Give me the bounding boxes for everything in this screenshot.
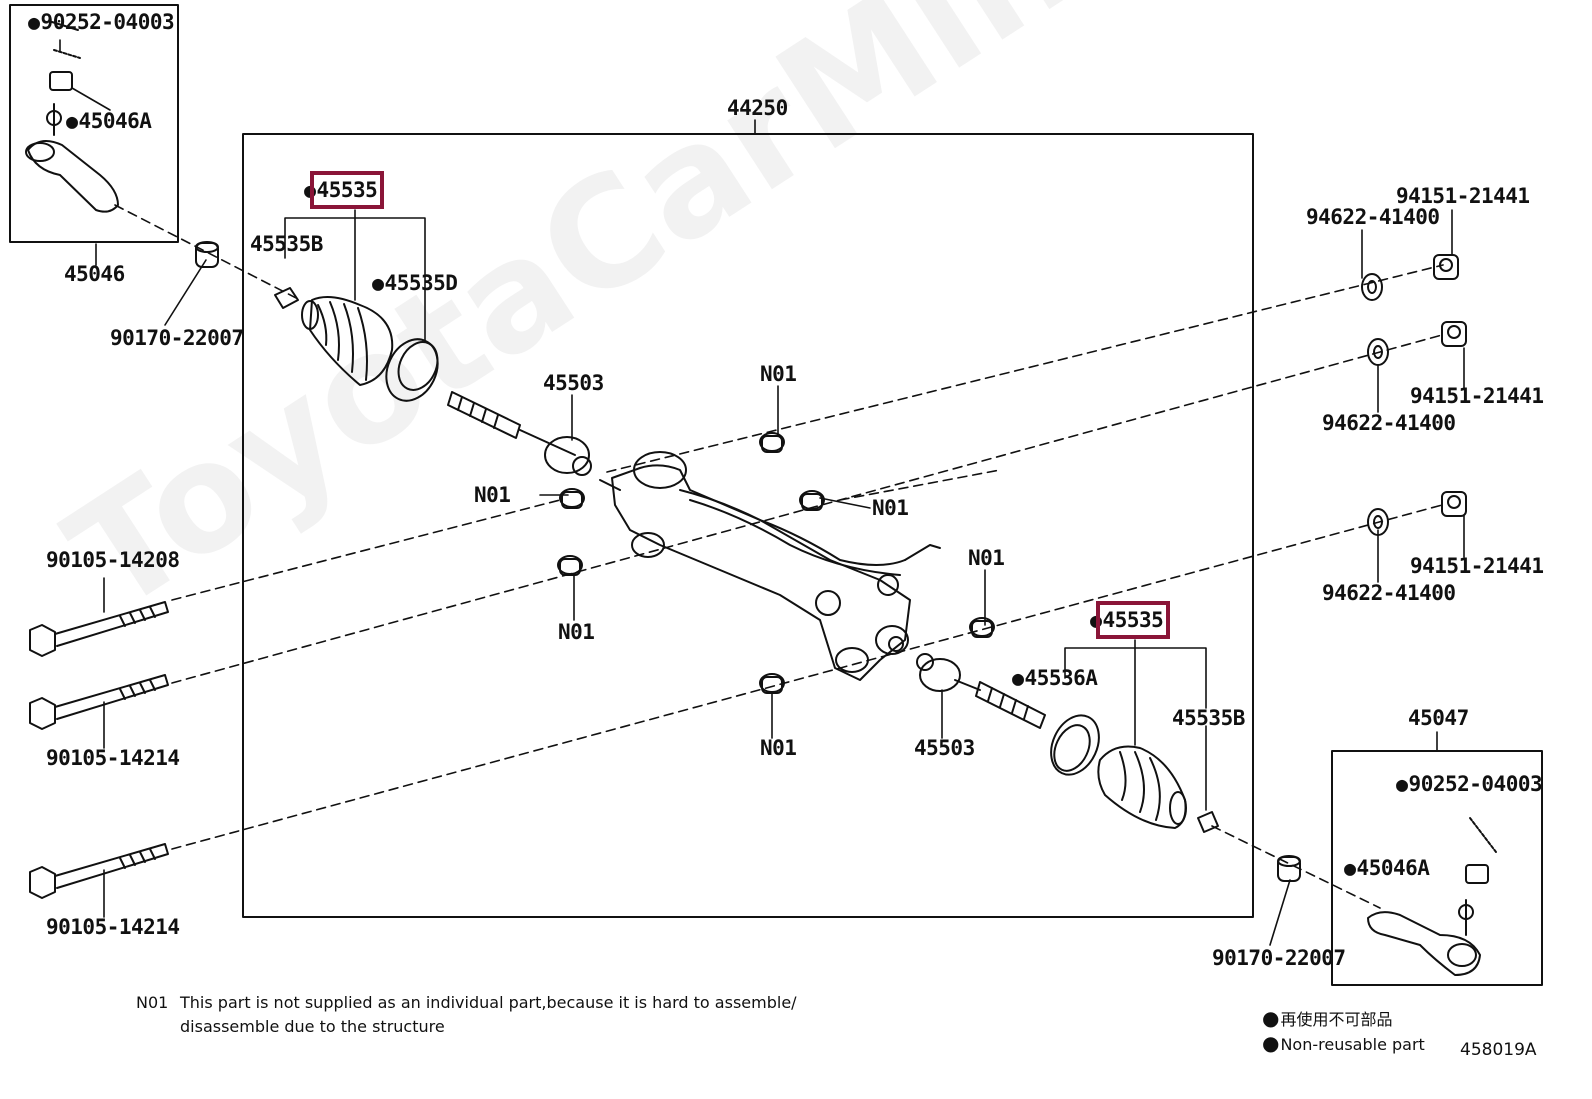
label-45047[interactable]: 45047 [1408,706,1469,730]
steering-rack-housing-icon [599,451,941,681]
label-94622-b[interactable]: 94622-41400 [1322,411,1456,435]
legend-en: Non-reusable part [1262,1033,1424,1053]
clamp-top-icon [385,338,439,402]
diagram-code: 458019A [1460,1040,1537,1060]
clip-top-icon [274,287,299,309]
label-45535D[interactable]: 45535D [372,273,458,294]
label-94151-a[interactable]: 94151-21441 [1396,184,1530,208]
highlight-45535-bottom: 45535 [1095,601,1171,639]
clip-bottom-icon [1197,811,1219,833]
label-45046A-bottom[interactable]: 45046A [1344,858,1430,879]
label-44250[interactable]: 44250 [727,96,788,120]
dashed-lines [114,204,1444,909]
boot-top-icon [301,295,394,386]
label-45535B-top[interactable]: 45535B [250,232,323,256]
label-94151-c[interactable]: 94151-21441 [1410,554,1544,578]
clamp-bottom-icon [1050,714,1100,776]
bushing-n01-icon [557,432,995,694]
label-n01-c[interactable]: N01 [872,496,909,520]
footnote-key: N01 [136,993,169,1012]
footnote-line-2: disassemble due to the structure [180,1017,445,1036]
label-45536A[interactable]: 45536A [1012,668,1098,689]
inner-tie-rod-top-icon [447,391,592,476]
label-n01-f[interactable]: N01 [760,736,797,760]
legend-jp: 再使用不可部品 [1262,1008,1392,1028]
label-94622-c[interactable]: 94622-41400 [1322,581,1456,605]
label-n01-d[interactable]: N01 [558,620,595,644]
label-n01-a[interactable]: N01 [760,362,797,386]
label-45046[interactable]: 45046 [64,262,125,286]
label-90105-a[interactable]: 90105-14208 [46,548,180,572]
bolt-90105-icon [29,601,169,899]
label-90105-b[interactable]: 90105-14214 [46,746,180,770]
nut-90170-right-icon [1277,855,1301,882]
label-90252-bottom[interactable]: 90252-04003 [1396,774,1543,795]
boot-bottom-icon [1097,745,1187,829]
label-45503-top[interactable]: 45503 [543,371,604,395]
label-n01-b[interactable]: N01 [474,483,511,507]
label-90105-c[interactable]: 90105-14214 [46,915,180,939]
highlight-45535-top: 45535 [309,171,385,209]
footnote-line-1: This part is not supplied as an individu… [180,993,797,1012]
nut-94151-icon [1433,254,1467,517]
label-94622-a[interactable]: 94622-41400 [1306,205,1440,229]
label-90170-right[interactable]: 90170-22007 [1212,946,1346,970]
label-45046A-top[interactable]: 45046A [66,111,152,132]
detail-box-top-left [9,4,179,243]
inner-tie-rod-bottom-icon [916,653,1046,729]
tie-rod-end-right-icon [1367,817,1497,976]
label-45503-bottom[interactable]: 45503 [914,736,975,760]
label-94151-b[interactable]: 94151-21441 [1410,384,1544,408]
washer-94622-icon [1361,273,1389,536]
nut-90170-left-icon [195,241,219,268]
assembly-frame [242,133,1254,918]
label-n01-e[interactable]: N01 [968,546,1005,570]
label-45535-bottom[interactable]: 45535 [1090,601,1171,639]
label-45535-top[interactable]: 45535 [304,171,385,209]
label-90252-top[interactable]: 90252-04003 [28,12,175,33]
label-90170-left[interactable]: 90170-22007 [110,326,244,350]
label-45535B-bottom[interactable]: 45535B [1172,706,1245,730]
